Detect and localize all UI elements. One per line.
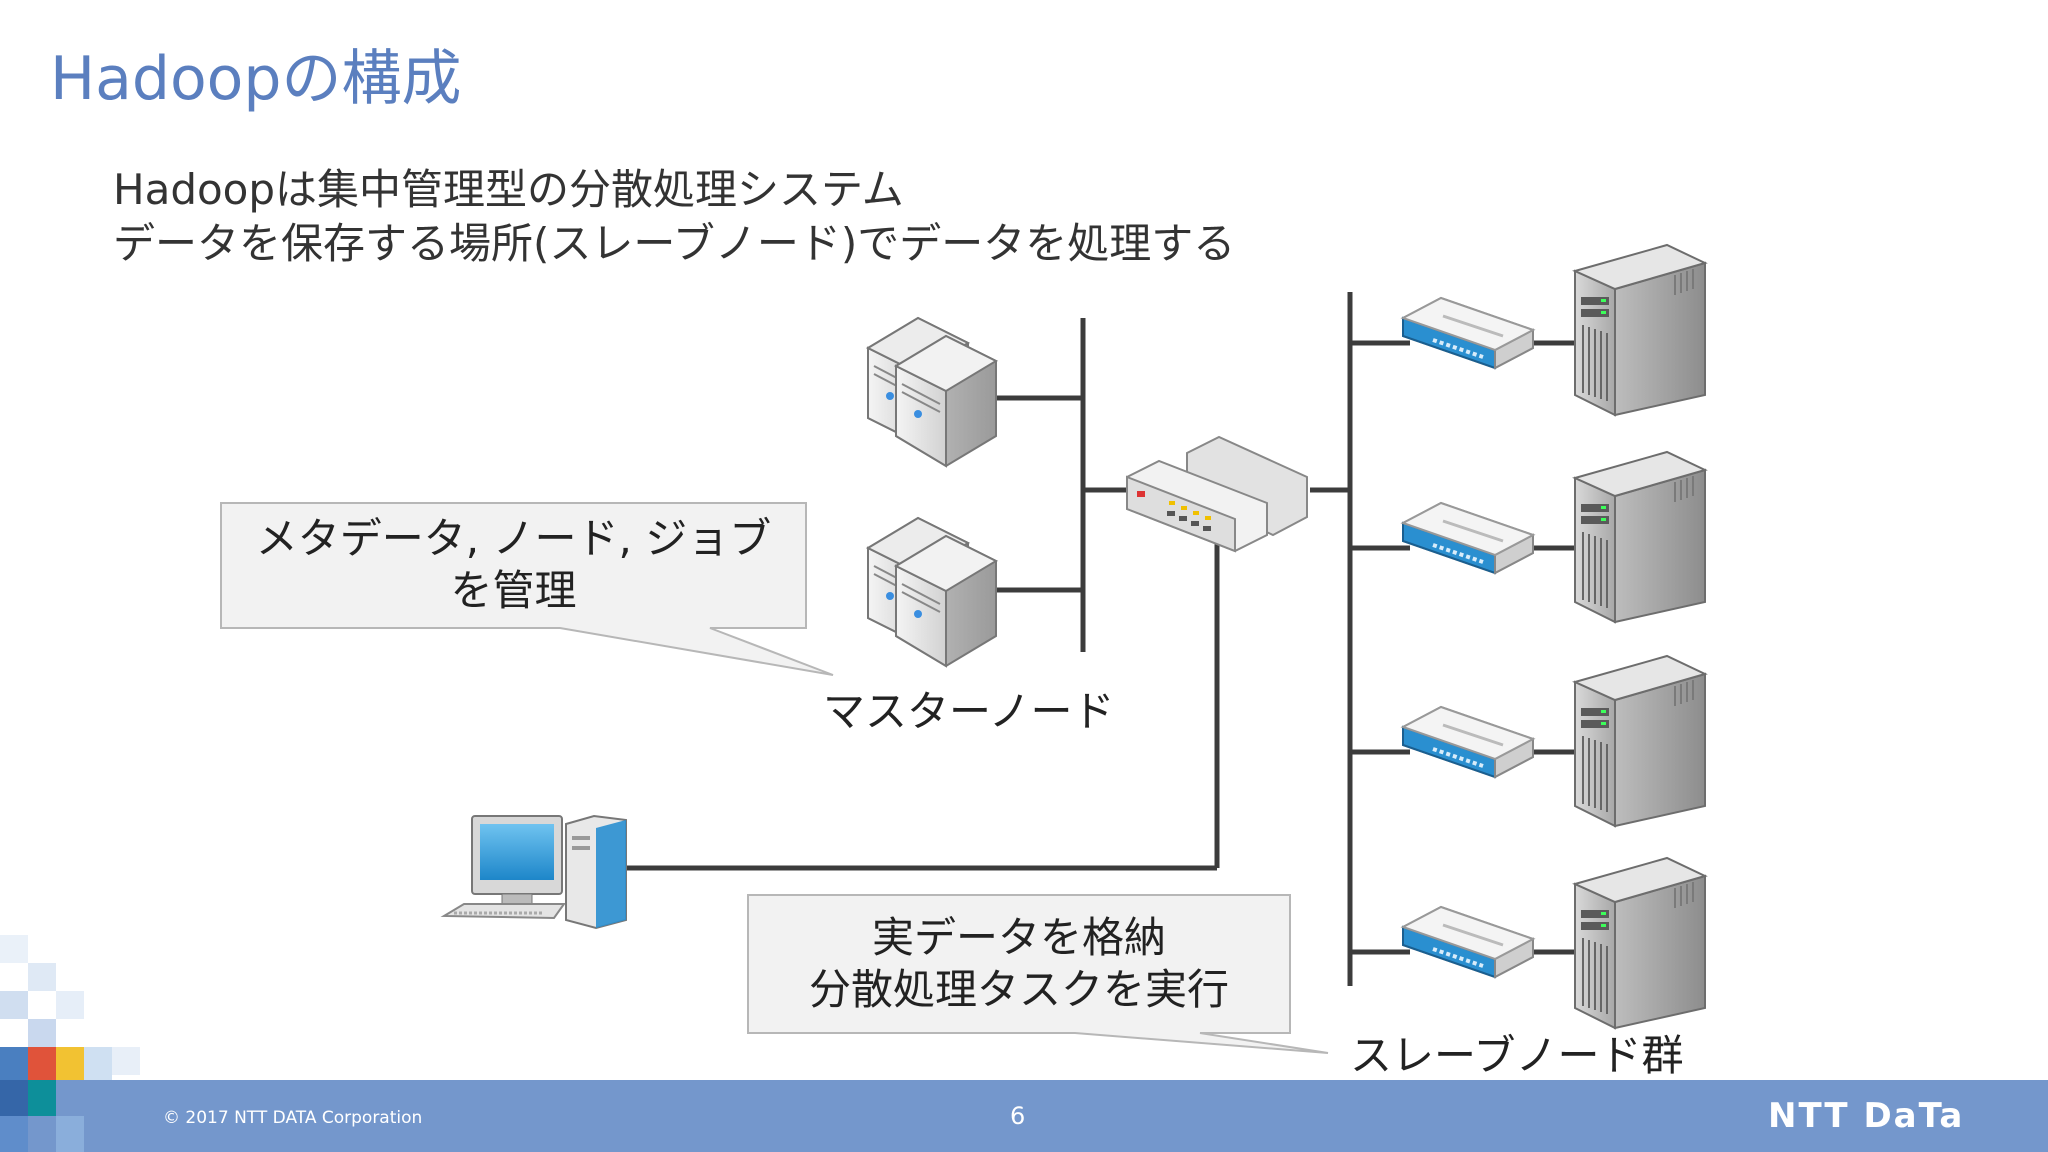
slave-callout-box <box>747 894 1329 1054</box>
slave-node-group-label: スレーブノード群 <box>1350 1031 1684 1080</box>
ntt-data-logo: NTT DaTa <box>1768 1096 1964 1136</box>
slave-switch-icon-3 <box>1401 705 1535 779</box>
slave-tower-server-icon-3 <box>1574 655 1706 827</box>
network-hub-icon <box>1126 435 1308 553</box>
slave-switch-icon-4 <box>1401 905 1535 979</box>
slave-switch-icon-1 <box>1401 296 1535 370</box>
subtitle-line-2: データを保存する場所(スレーブノード)でデータを処理する <box>113 219 1236 268</box>
desktop-computer-icon <box>440 814 627 930</box>
slave-tower-server-icon-2 <box>1574 451 1706 623</box>
slave-switch-icon-2 <box>1401 501 1535 575</box>
slave-tower-server-icon-4 <box>1574 857 1706 1029</box>
decorative-mosaic <box>0 935 140 1080</box>
page-number: 6 <box>1010 1102 1026 1130</box>
master-node-label: マスターノード <box>823 687 1115 736</box>
master-server-icon-1 <box>867 317 997 467</box>
footer-bar <box>0 1080 2048 1152</box>
subtitle-line-1: Hadoopは集中管理型の分散処理システム <box>113 165 904 214</box>
logo-text: NTT DaTa <box>1768 1096 1965 1136</box>
master-server-icon-2 <box>867 517 997 667</box>
slave-callout-line-2: 分散処理タスクを実行 <box>808 965 1229 1014</box>
slave-callout-line-1: 実データを格納 <box>871 913 1166 962</box>
copyright-text: © 2017 NTT DATA Corporation <box>163 1108 423 1128</box>
master-callout-line-2: を管理 <box>450 566 577 615</box>
master-callout-text: メタデータ, ノード, ジョブ を管理 <box>221 513 806 617</box>
slave-tower-server-icon-1 <box>1574 244 1706 416</box>
master-callout-line-1: メタデータ, ノード, ジョブ <box>255 514 772 563</box>
slide-title: Hadoopの構成 <box>50 44 462 114</box>
slave-callout-text: 実データを格納 分散処理タスクを実行 <box>748 912 1290 1016</box>
master-callout-box <box>220 502 834 676</box>
